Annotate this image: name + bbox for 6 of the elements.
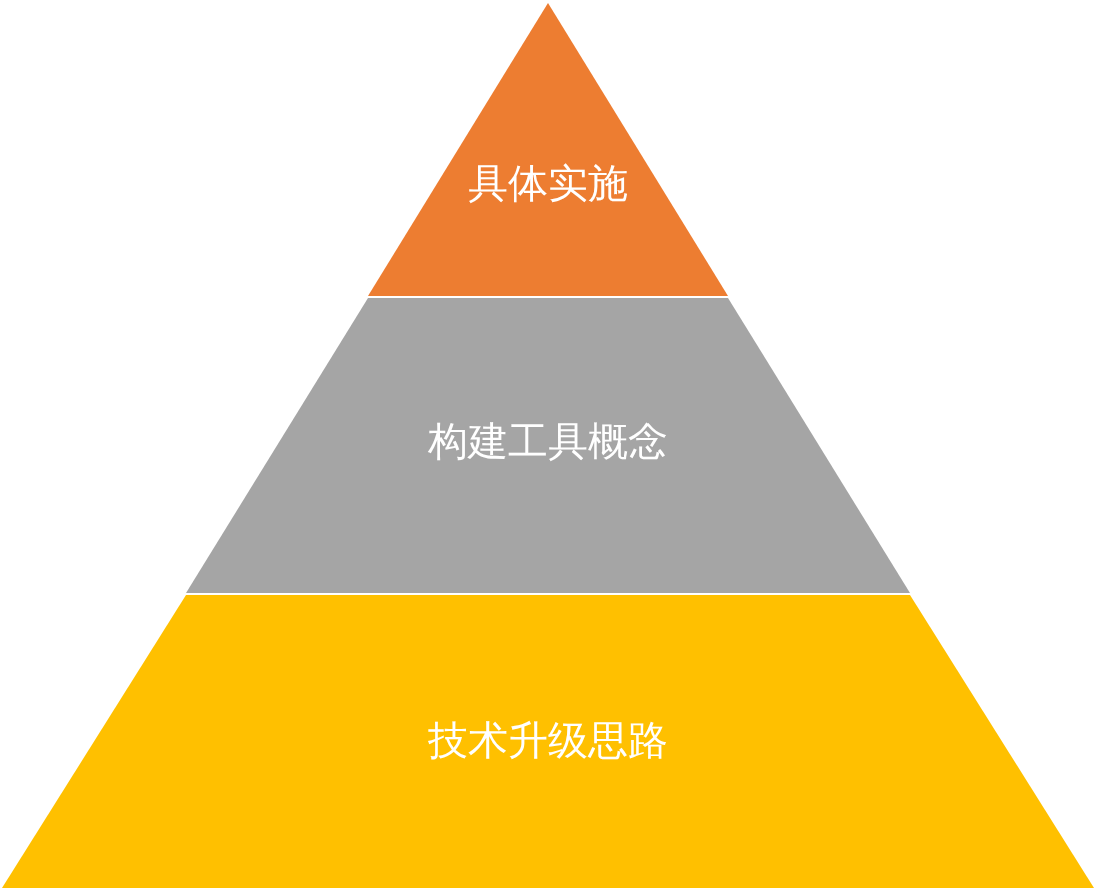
tier-label: 构建工具概念 — [428, 419, 668, 463]
pyramid-base-tier — [2, 595, 1094, 888]
pyramid-apex-tier — [368, 3, 728, 296]
tier-label: 具体实施 — [468, 161, 628, 205]
tier-label: 技术升级思路 — [428, 718, 668, 762]
pyramid-middle-tier — [186, 298, 910, 593]
